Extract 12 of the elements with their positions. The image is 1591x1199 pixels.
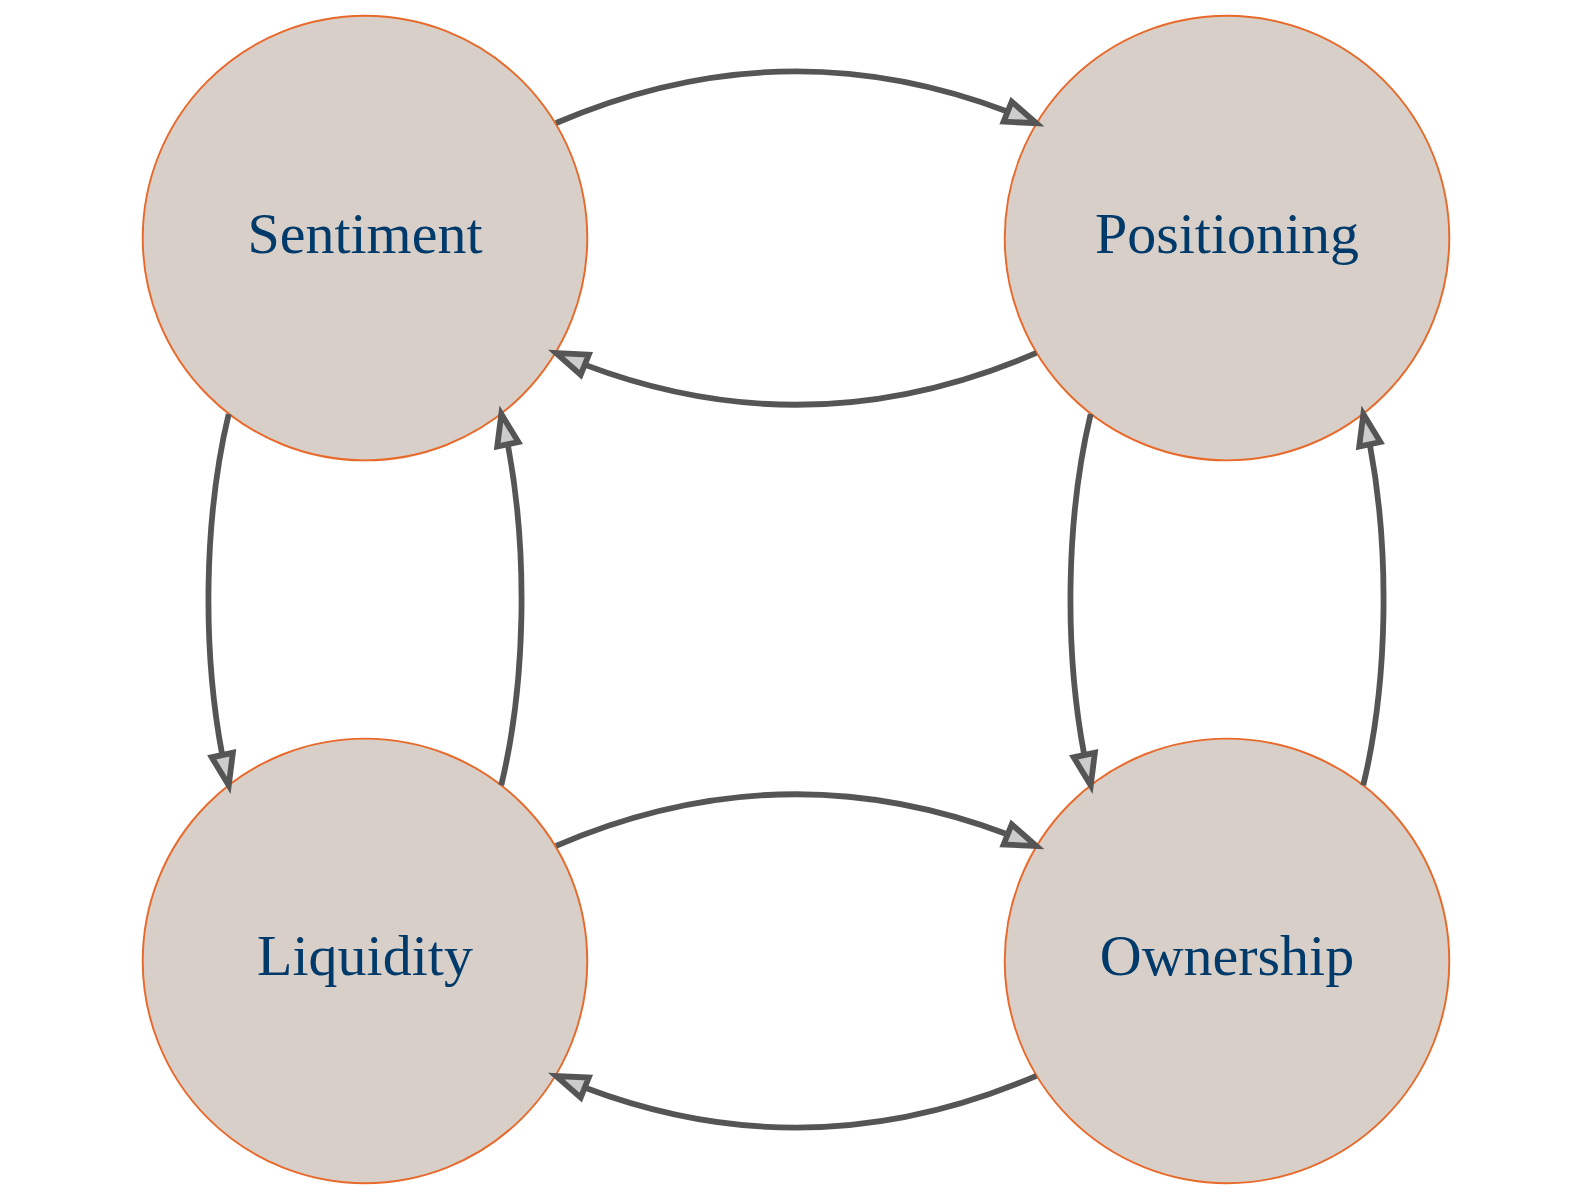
node-circle: Ownership: [1003, 737, 1450, 1185]
node-circle: Liquidity: [141, 737, 588, 1185]
arrow: [547, 1072, 1037, 1131]
arrow: [1067, 413, 1098, 794]
arrow: [205, 413, 236, 794]
arrow: [547, 349, 1037, 408]
node-circle: Sentiment: [141, 14, 588, 462]
arrow: [554, 68, 1044, 127]
arrow: [493, 405, 524, 786]
arrow: [554, 791, 1044, 850]
node-circle: Positioning: [1003, 14, 1450, 462]
arrow: [1355, 405, 1386, 786]
